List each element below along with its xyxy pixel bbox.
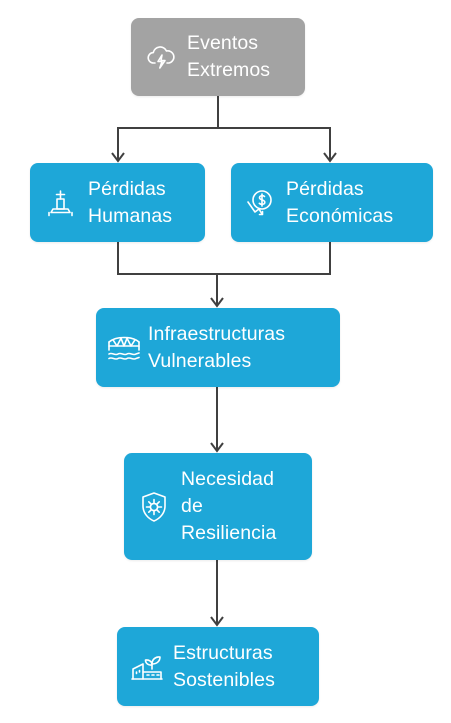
node-perdidas-economicas-line2: Económicas [286,204,394,227]
node-resiliencia-line1: Necesidad [181,468,275,490]
node-eventos-extremos[interactable]: Eventos Extremos [131,18,305,96]
node-sostenibles-line1: Estructuras [173,641,273,664]
connector-merge [117,242,331,275]
money-down-icon [244,187,278,219]
node-necesidad-resiliencia[interactable]: Necesidad de Resiliencia [124,453,312,560]
node-perdidas-humanas-line1: Pérdidas [88,177,166,200]
node-perdidas-humanas-line2: Humanas [88,204,173,227]
node-eventos-line2: Extremos [187,59,271,81]
node-sostenibles-line2: Sostenibles [173,668,275,691]
node-estructuras-sostenibles[interactable]: Estructuras Sostenibles [117,627,319,706]
node-infraestructuras-line2: Vulnerables [148,349,252,372]
node-perdidas-economicas-line1: Pérdidas [286,177,364,200]
eco-building-icon [129,652,165,682]
bridge-water-icon [106,333,142,363]
connector-root-right [218,127,337,163]
cloud-lightning-icon [145,42,177,72]
node-eventos-line1: Eventos [187,32,259,54]
node-resiliencia-line3: Resiliencia [181,522,277,544]
node-perdidas-humanas[interactable]: Pérdidas Humanas [30,163,205,242]
node-infraestructuras-vulnerables[interactable]: Infraestructuras Vulnerables [96,308,340,387]
connector-root-split [111,96,219,163]
shield-virus-icon [137,490,171,524]
node-resiliencia-line2: de [181,495,203,517]
node-perdidas-economicas[interactable]: Pérdidas Económicas [231,163,433,242]
gravestone-icon [44,187,78,219]
node-infraestructuras-line1: Infraestructuras [148,322,286,345]
